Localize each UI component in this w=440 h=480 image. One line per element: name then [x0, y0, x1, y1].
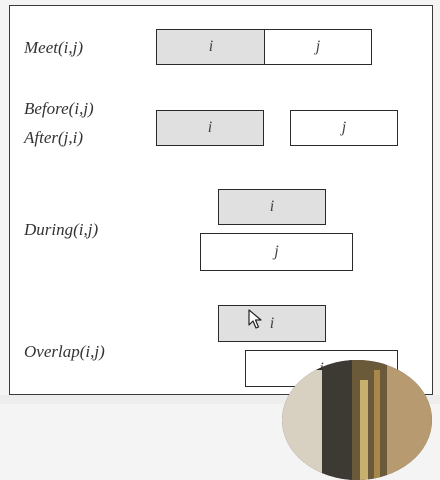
during-interval-i: i	[218, 189, 326, 225]
before-label: Before(i,j)	[24, 99, 94, 118]
overlap-interval-i: i	[218, 305, 326, 342]
meet-interval-i: i	[156, 29, 266, 65]
before-interval-i: i	[156, 110, 264, 146]
page-bottom-strip	[0, 395, 440, 404]
during-label: During(i,j)	[24, 220, 99, 239]
during-interval-j: j	[200, 233, 353, 271]
before-interval-j: j	[290, 110, 398, 146]
meet-interval-j: j	[264, 29, 372, 65]
meet-label: Meet(i,j)	[24, 38, 83, 57]
after-label: After(j,i)	[24, 128, 84, 147]
mouse-pointer-icon	[248, 309, 262, 329]
overlap-label: Overlap(i,j)	[24, 342, 105, 361]
webcam-overlay	[282, 360, 432, 480]
